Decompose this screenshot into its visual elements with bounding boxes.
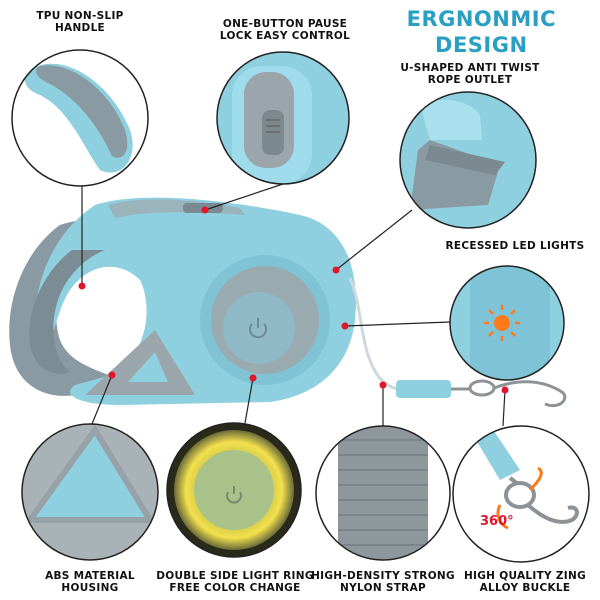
label-led: RECESSED LED LIGHTS — [435, 240, 595, 252]
label-strap: HIGH-DENSITY STRONG NYLON STRAP — [308, 570, 458, 594]
label-buckle: HIGH QUALITY ZING ALLOY BUCKLE — [455, 570, 595, 594]
power-icon — [249, 318, 267, 339]
detail-button — [216, 51, 350, 185]
label-strap-line-2: NYLON STRAP — [339, 582, 426, 594]
label-led-line-1: RECESSED LED LIGHTS — [445, 240, 585, 252]
label-housing: ABS MATERIAL HOUSING — [25, 570, 155, 594]
label-outlet-line-2: ROPE OUTLET — [427, 74, 513, 86]
label-ring-line-2: FREE COLOR CHANGE — [169, 582, 301, 594]
detail-outlet — [399, 91, 537, 229]
label-outlet-line-1: U-SHAPED ANTI TWIST — [400, 62, 540, 74]
label-button: ONE-BUTTON PAUSE LOCK EASY CONTROL — [205, 18, 365, 42]
label-outlet: U-SHAPED ANTI TWIST ROPE OUTLET — [390, 62, 550, 86]
detail-led — [449, 265, 565, 381]
label-ring-line-1: DOUBLE SIDE LIGHT RING — [156, 570, 314, 582]
label-buckle-line-1: HIGH QUALITY ZING — [463, 570, 587, 582]
label-housing-line-2: HOUSING — [61, 582, 119, 594]
label-handle-line-2: HANDLE — [54, 22, 106, 34]
detail-strap — [315, 425, 451, 561]
headline: ERGNONMIC DESIGN — [407, 6, 556, 58]
rotation-badge: 360° — [480, 514, 514, 529]
detail-handle — [11, 49, 149, 187]
label-strap-line-1: HIGH-DENSITY STRONG — [311, 570, 455, 582]
headline-line-2: DESIGN — [435, 33, 528, 57]
label-button-line-2: LOCK EASY CONTROL — [219, 30, 351, 42]
headline-line-1: ERGNONMIC — [406, 7, 556, 31]
label-buckle-line-2: ALLOY BUCKLE — [479, 582, 571, 594]
label-button-line-1: ONE-BUTTON PAUSE — [222, 18, 348, 30]
detail-buckle — [452, 425, 590, 563]
leash-device — [9, 197, 567, 407]
power-icon — [226, 486, 242, 504]
detail-ring — [166, 422, 302, 558]
label-handle-line-1: TPU NON-SLIP — [36, 10, 124, 22]
marker-dots — [78, 206, 509, 394]
label-housing-line-1: ABS MATERIAL — [45, 570, 135, 582]
label-ring: DOUBLE SIDE LIGHT RING FREE COLOR CHANGE — [155, 570, 315, 594]
label-handle: TPU NON-SLIP HANDLE — [20, 10, 140, 34]
detail-housing — [21, 423, 159, 561]
callout-lines — [81, 183, 506, 427]
